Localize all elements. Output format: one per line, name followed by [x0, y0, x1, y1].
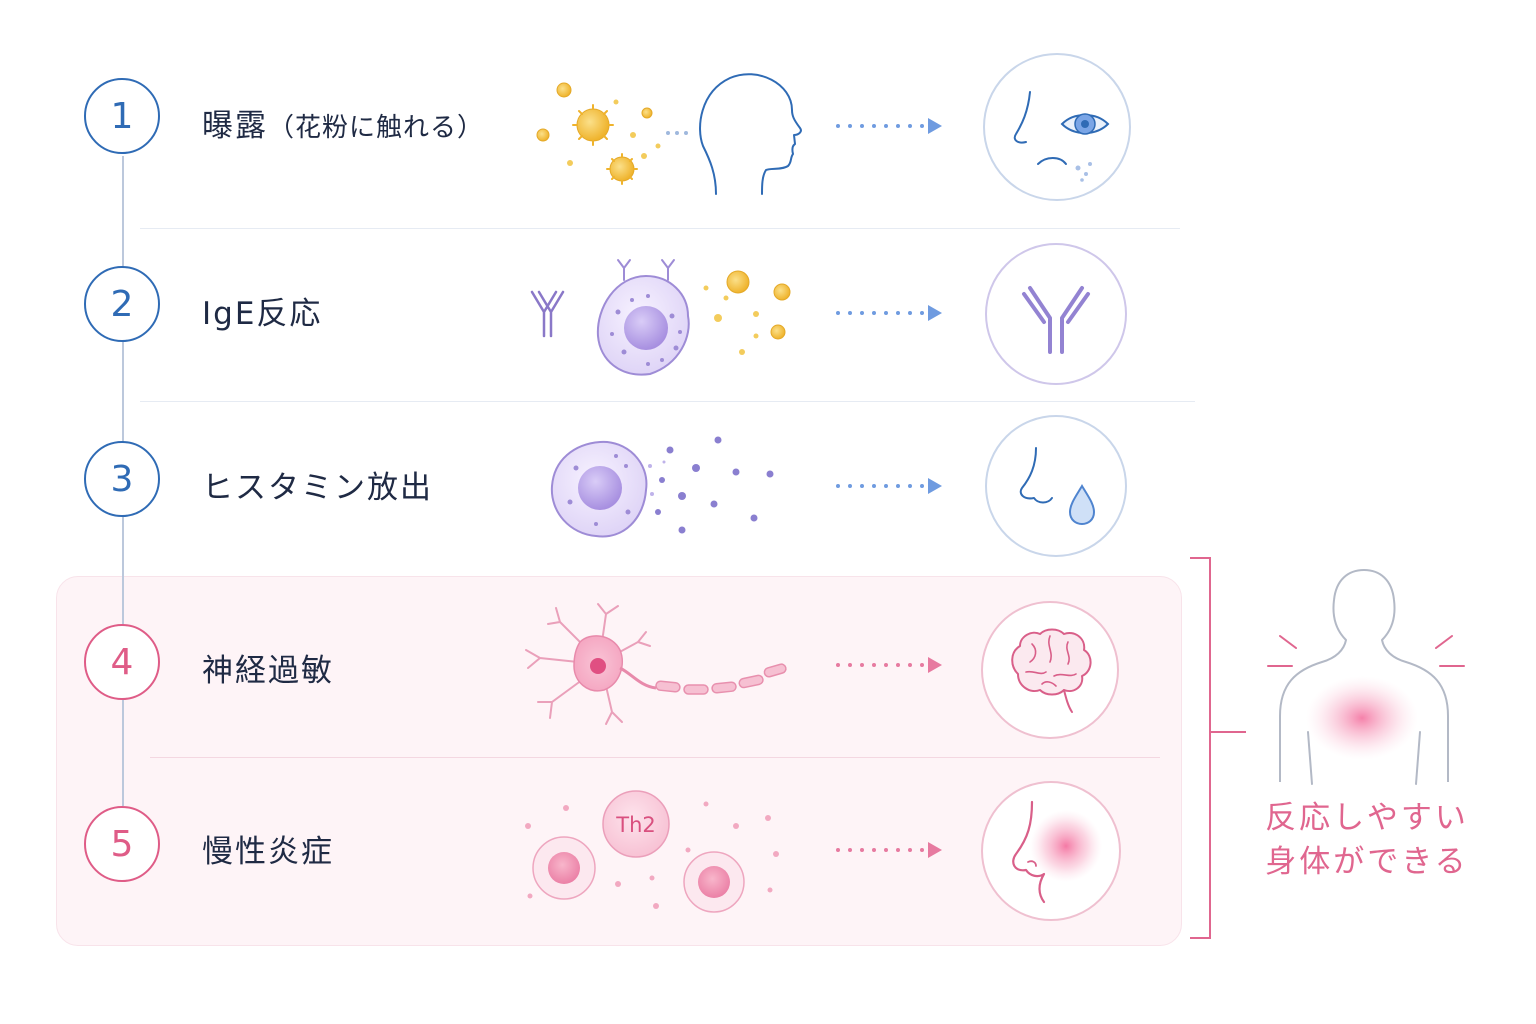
step-number-5: 5 [84, 806, 160, 882]
step-label-5: 慢性炎症 [202, 826, 334, 871]
step-label-4: 神経過敏 [202, 645, 334, 690]
progression-arrow [836, 657, 942, 673]
pollen-icon [536, 73, 802, 195]
th2-cell-label: Th2 [615, 813, 656, 837]
nose-eye-icon [983, 53, 1131, 201]
progression-arrow [836, 842, 942, 858]
antibody-icon [530, 290, 565, 338]
step-label-main: ヒスタミン放出 [202, 470, 433, 506]
step-label-main: 慢性炎症 [202, 834, 334, 870]
inflamed-nose-icon [981, 781, 1121, 921]
head-profile-icon [699, 73, 802, 195]
human-body-icon [1267, 569, 1465, 785]
step-label-sub: （花粉に触れる） [268, 113, 485, 143]
step-number-3: 3 [84, 441, 160, 517]
tagline: 反応しやすい 身体ができる [1262, 796, 1472, 884]
step-label-3: ヒスタミン放出 [202, 462, 433, 507]
step-number-2: 2 [84, 266, 160, 342]
row-divider [150, 757, 1160, 758]
step-label-2: IgE反応 [202, 288, 322, 333]
antibody-icon [985, 243, 1127, 385]
tagline-line-1: 反応しやすい [1265, 800, 1469, 836]
step-label-1: 曝露（花粉に触れる） [202, 100, 484, 145]
neuron-icon [525, 603, 787, 725]
mast-cell-icon [550, 436, 774, 538]
step-number-1: 1 [84, 78, 160, 154]
row-divider [140, 401, 1195, 402]
progression-arrow [836, 478, 942, 494]
tagline-line-2: 身体ができる [1265, 844, 1469, 880]
progression-arrow [836, 118, 942, 134]
step-label-main: 曝露 [202, 108, 268, 144]
step-label-main: 神経過敏 [202, 653, 334, 689]
mast-cell-icon [530, 259, 791, 376]
row-divider [140, 228, 1180, 229]
th2-cell-icon: Th2 [525, 790, 779, 913]
nose-drop-icon [985, 415, 1127, 557]
chronic-stage-bracket [1190, 557, 1246, 939]
brain-icon [981, 601, 1119, 739]
progression-arrow [836, 305, 942, 321]
step-label-main: IgE反応 [202, 296, 323, 332]
step-number-4: 4 [84, 624, 160, 700]
